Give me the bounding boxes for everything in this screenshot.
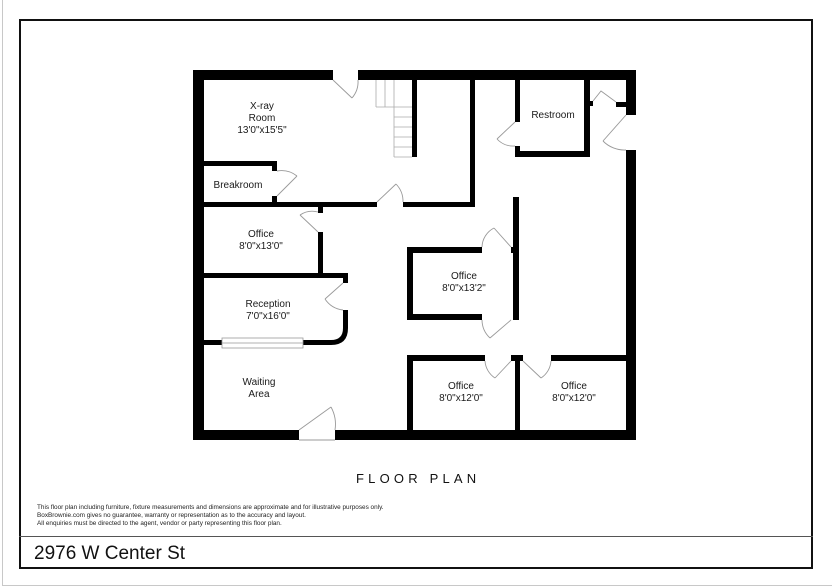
disclaimer-line: All enquiries must be directed to the ag… — [37, 520, 282, 528]
room-label-xray: X-ray Room 13'0"x15'5" — [237, 101, 286, 137]
room-label-waiting-area: Waiting Area — [243, 377, 276, 401]
disclaimer-line: This floor plan including furniture, fix… — [37, 504, 384, 511]
room-name: Restroom — [531, 110, 575, 121]
window — [221, 337, 304, 349]
disclaimer-line: BoxBrownie.com gives no guarantee, warra… — [37, 512, 306, 520]
plan-title: FLOOR PLAN — [356, 471, 481, 486]
room-dimensions: 8'0"x13'2" — [442, 283, 486, 294]
room-dimensions: 8'0"x12'0" — [552, 393, 596, 404]
room-name: Office — [448, 381, 474, 392]
address-divider — [19, 536, 813, 537]
room-name: Breakroom — [213, 180, 263, 191]
doors — [276, 79, 627, 441]
room-name: Office — [451, 271, 477, 282]
room-name: Waiting — [242, 377, 276, 388]
room-name-line2: Room — [248, 113, 276, 124]
room-name-line2: Area — [248, 389, 270, 400]
room-label-office-bottom-left: Office 8'0"x12'0" — [439, 381, 483, 405]
property-address: 2976 W Center St — [34, 543, 186, 564]
room-label-office-bottom-right: Office 8'0"x12'0" — [552, 381, 596, 405]
sheet-frame — [19, 19, 813, 569]
room-dimensions: 13'0"x15'5" — [237, 125, 287, 136]
room-name: Reception — [245, 299, 291, 310]
room-name: Office — [561, 381, 587, 392]
room-dimensions: 8'0"x13'0" — [239, 241, 283, 252]
room-label-office-center: Office 8'0"x13'2" — [442, 271, 486, 295]
room-name: Office — [248, 229, 274, 240]
room-dimensions: 8'0"x12'0" — [439, 393, 483, 404]
walls — [193, 70, 636, 440]
room-label-reception: Reception 7'0"x16'0" — [245, 299, 290, 323]
room-name: X-ray — [250, 101, 274, 112]
stairs — [375, 80, 412, 158]
room-label-breakroom: Breakroom — [214, 180, 263, 192]
disclaimer: This floor plan including furniture, fix… — [37, 504, 384, 529]
room-label-restroom: Restroom — [531, 110, 574, 122]
room-label-office-left: Office 8'0"x13'0" — [239, 229, 283, 253]
room-dimensions: 7'0"x16'0" — [246, 311, 290, 322]
